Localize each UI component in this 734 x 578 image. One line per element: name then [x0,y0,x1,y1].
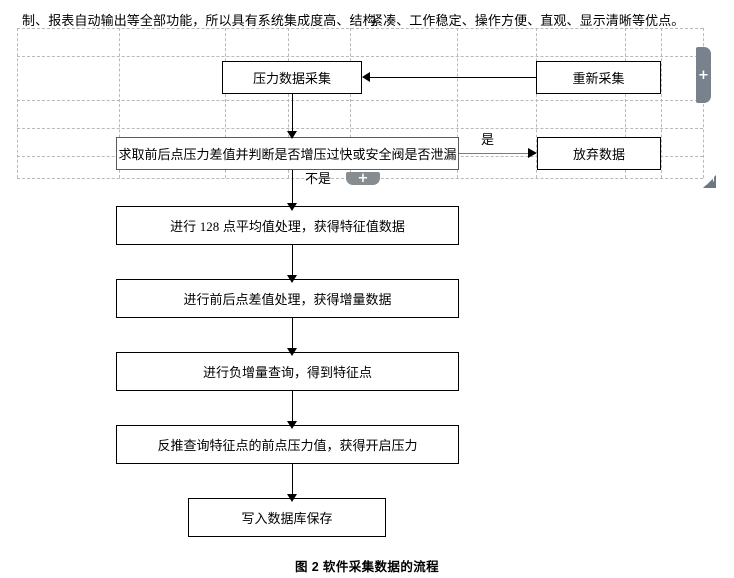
gridline-v [17,28,18,178]
plus-icon: + [698,67,709,83]
flow-box-negative-query-label: 进行负增量查询，得到特征点 [202,365,372,380]
body-text-right-column: 紧凑、工作稳定、操作方便、直观、显示清晰等优点。 [370,13,685,28]
flow-box-judge-label: 求取前后点压力差值并判断是否增压过快或安全阀是否泄漏 [118,147,457,162]
flow-box-save-label: 写入数据库保存 [241,511,333,526]
gridline-v [661,28,662,178]
gridline-h [17,28,703,29]
edge-label-no: 不是 [305,171,332,186]
arrow-down-icon [287,421,297,429]
insert-column-handle[interactable]: + [696,47,711,103]
flow-box-average-label-post: 点平均值处理，获得特征值数据 [222,219,405,234]
flow-box-reacquire-label: 重新采集 [572,71,625,86]
flow-box-discard-label: 放弃数据 [572,147,625,162]
arrow-left-icon [362,72,370,82]
body-text-left-column: 制、报表自动输出等全部功能，所以具有系统集成度高、结构 [22,13,376,28]
edge-label-yes: 是 [481,132,495,147]
flow-box-discard[interactable]: 放弃数据 [537,137,661,170]
connector-average-to-difference [292,245,293,278]
arrow-down-icon [287,494,297,502]
arrow-down-icon [287,131,297,139]
flow-box-acquire-label: 压力数据采集 [252,71,331,86]
figure-caption: 图 2 软件采集数据的流程 [294,560,440,574]
insert-row-handle[interactable]: + [346,172,380,185]
resize-handle-icon[interactable] [703,175,716,188]
connector-backtrack-to-save [292,464,293,497]
gridline-v [457,28,458,178]
gridline-h [17,128,703,129]
arrow-down-icon [287,275,297,283]
plus-icon: + [357,171,369,186]
gridline-v [703,28,704,178]
flow-box-average-label: 进行 128 点平均值处理，获得特征值数据 [170,216,405,235]
gridline-v [350,28,351,178]
flow-box-backtrack[interactable]: 反推查询特征点的前点压力值，获得开启压力 [116,425,459,464]
flow-box-save[interactable]: 写入数据库保存 [188,498,386,537]
connector-difference-to-negative [292,318,293,351]
connector-negative-to-backtrack [292,391,293,424]
flow-box-average-label-number: 128 [199,219,220,234]
gridline-v [625,28,626,178]
gridline-v [536,28,537,178]
flow-box-difference-label: 进行前后点差值处理，获得增量数据 [183,292,392,307]
flow-box-average[interactable]: 进行 128 点平均值处理，获得特征值数据 [116,206,459,245]
gridline-v [119,28,120,178]
connector-reacquire-to-acquire [370,77,536,78]
flow-box-judge[interactable]: 求取前后点压力差值并判断是否增压过快或安全阀是否泄漏 [116,137,459,170]
flow-box-average-label-pre: 进行 [170,219,197,234]
connector-judge-to-average [292,170,293,206]
connector-judge-to-discard [459,153,528,154]
gridline-h [17,100,703,101]
gridline-h [17,56,703,57]
flow-box-negative-query[interactable]: 进行负增量查询，得到特征点 [116,352,459,391]
arrow-down-icon [287,348,297,356]
flow-box-difference[interactable]: 进行前后点差值处理，获得增量数据 [116,279,459,318]
gridline-v [225,28,226,178]
arrow-right-icon [528,148,537,158]
flow-box-reacquire[interactable]: 重新采集 [536,61,661,94]
arrow-down-icon [287,203,297,211]
gridline-v [288,28,289,178]
flow-box-acquire[interactable]: 压力数据采集 [222,61,362,94]
connector-acquire-to-judge [292,94,293,134]
flow-box-backtrack-label: 反推查询特征点的前点压力值，获得开启压力 [157,438,418,453]
